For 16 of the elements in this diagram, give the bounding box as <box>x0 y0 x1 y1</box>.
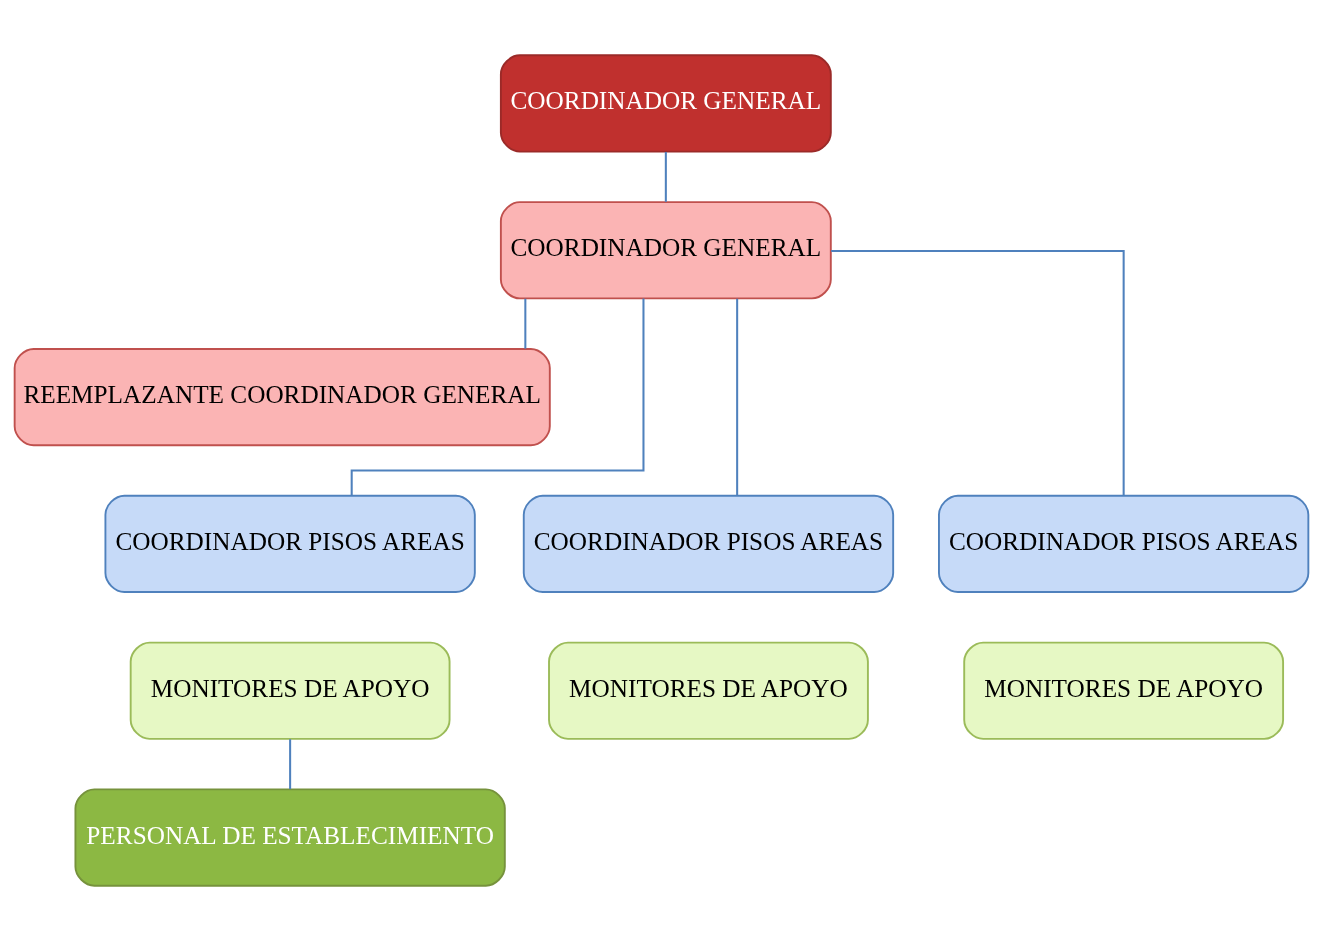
node-box: MONITORES DE APOYO <box>129 641 451 740</box>
node-box: COORDINADOR PISOS AREAS <box>522 494 895 593</box>
node-box: PERSONAL DE ESTABLECIMIENTO <box>74 787 506 887</box>
connector <box>664 151 667 202</box>
node-box: MONITORES DE APOYO <box>548 641 869 740</box>
node-box: MONITORES DE APOYO <box>963 641 1285 740</box>
connector <box>736 298 739 495</box>
connector <box>289 738 292 789</box>
node-box: COORDINADOR PISOS AREAS <box>938 494 1310 593</box>
node-box: COORDINADOR GENERAL <box>499 53 832 153</box>
node-box: REEMPLAZANTE COORDINADOR GENERAL <box>13 347 551 446</box>
node-box: COORDINADOR PISOS AREAS <box>104 494 476 593</box>
node-box: COORDINADOR GENERAL <box>499 200 832 299</box>
connector <box>350 298 645 495</box>
connector <box>831 249 1125 496</box>
connector <box>524 298 527 349</box>
